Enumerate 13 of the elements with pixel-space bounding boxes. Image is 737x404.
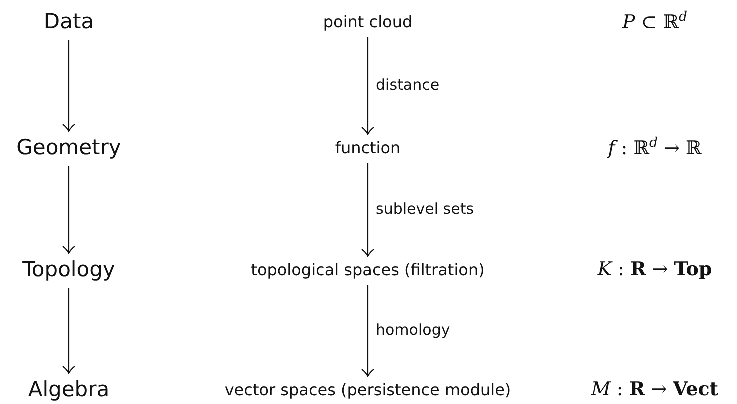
math-expression: f : ℝ$^{d}$ → ℝ <box>608 136 702 160</box>
object-name: point cloud <box>323 12 413 32</box>
math-expression: K : R → Top <box>598 258 712 282</box>
object-name: topological spaces (filtration) <box>251 260 485 280</box>
math-expression: M : R → Vect <box>591 378 719 402</box>
edge-label: homology <box>374 321 452 339</box>
object-name: vector spaces (persistence module) <box>224 380 512 400</box>
object-name: function <box>335 138 401 158</box>
level-name: Data <box>44 9 94 35</box>
level-name: Geometry <box>16 135 122 161</box>
math-expression: P ⊂ ℝ$^{d}$ <box>622 10 688 34</box>
level-name: Topology <box>22 257 116 283</box>
level-name: Algebra <box>28 377 110 403</box>
